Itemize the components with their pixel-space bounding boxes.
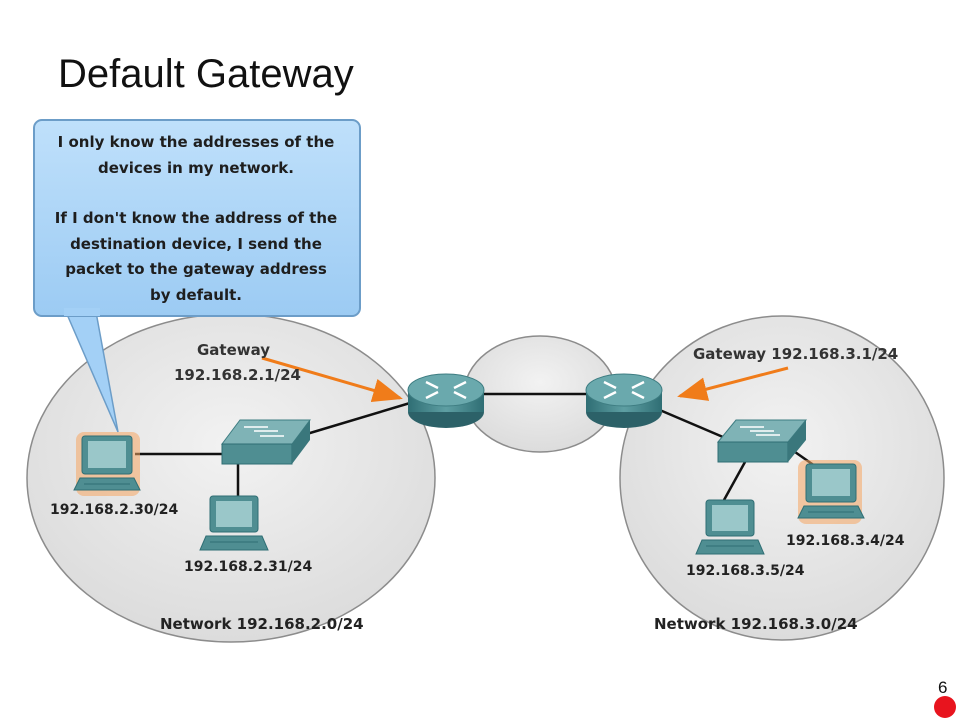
- callout-line-6: by default.: [150, 285, 242, 304]
- page-indicator-dot: [934, 696, 956, 718]
- left-gateway-arrow: [261, 356, 403, 403]
- left-gateway-label: Gateway: [197, 341, 271, 359]
- left-pc: [199, 495, 269, 551]
- right-pc: [695, 499, 765, 555]
- left-network-label: Network 192.168.2.0/24: [160, 615, 364, 633]
- right-network-label: Network 192.168.3.0/24: [654, 615, 858, 633]
- right-highlighted-pc: [797, 460, 865, 524]
- left-pc-address: 192.168.2.31/24: [184, 559, 313, 575]
- left-highlighted-pc-address: 192.168.2.30/24: [50, 502, 179, 518]
- right-highlighted-pc-address: 192.168.3.4/24: [786, 533, 905, 549]
- callout-text: I only know the addresses of the devices…: [36, 130, 356, 308]
- network-cables: [135, 392, 816, 501]
- slide-title: Default Gateway: [58, 52, 354, 96]
- left-router: [407, 373, 485, 428]
- right-pc-address: 192.168.3.5/24: [686, 563, 805, 579]
- left-switch: [221, 419, 311, 465]
- callout-line-3: If I don't know the address of the: [54, 209, 338, 227]
- callout-bubble: [33, 119, 361, 433]
- page-number: 6: [938, 678, 948, 697]
- callout-line-1: I only know the addresses of the: [57, 133, 335, 151]
- callout-line-2: devices in my network.: [98, 158, 294, 177]
- right-network-area: [619, 315, 945, 641]
- callout-line-5: packet to the gateway address: [65, 260, 327, 278]
- right-router: [585, 373, 663, 428]
- callout-line-4: destination device, I send the: [70, 234, 322, 253]
- right-switch: [716, 419, 808, 463]
- right-gateway-label: Gateway 192.168.3.1/24: [693, 345, 899, 363]
- left-highlighted-pc: [73, 432, 141, 496]
- right-gateway-arrow: [677, 366, 789, 401]
- left-gateway-address: 192.168.2.1/24: [174, 366, 301, 384]
